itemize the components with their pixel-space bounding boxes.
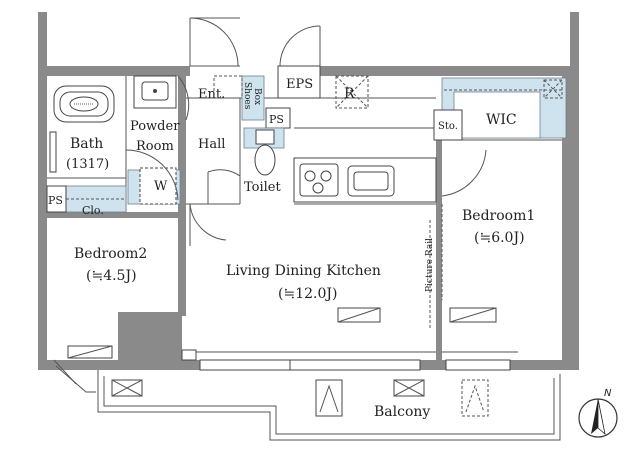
label-ent: Ent.: [198, 87, 225, 102]
bedroom2-door: [125, 149, 179, 201]
balcony-outline: [53, 359, 561, 441]
label-eps: EPS: [286, 77, 313, 92]
balcony-units: [111, 379, 489, 417]
bathtub: [53, 85, 115, 123]
kitchen-counter: [293, 157, 437, 203]
label-ldk-size: (≒12.0J): [278, 286, 337, 302]
label-ps-top: PS: [269, 113, 284, 126]
label-bedroom1-size: (≒6.0J): [474, 230, 525, 246]
label-w: W: [154, 179, 168, 194]
label-toilet: Toilet: [244, 180, 281, 195]
sliding-doors: [181, 349, 511, 371]
shower-fixture: [49, 131, 57, 173]
pipe-space-left: [46, 185, 67, 213]
label-picture-rail: Picture Rail: [425, 238, 435, 292]
compass: N: [578, 388, 618, 438]
label-shoes-box-2: Box: [252, 88, 262, 105]
eps-closet: [277, 65, 321, 99]
label-balcony: Balcony: [374, 404, 430, 420]
label-wic: WIC: [486, 112, 517, 128]
eps-door: [279, 25, 321, 67]
stove: [299, 163, 339, 197]
label-powder-room-2: Room: [136, 139, 174, 154]
label-ldk: Living Dining Kitchen: [226, 263, 381, 279]
label-bath-size: (1317): [66, 157, 109, 172]
kitchen-sink: [347, 165, 395, 197]
toilet-fixture: [243, 127, 285, 176]
windows: [67, 307, 497, 359]
storage-closet: [433, 109, 463, 141]
label-ps-left: PS: [48, 194, 63, 207]
label-clo: Clo.: [82, 204, 104, 217]
label-powder-room-1: Powder: [130, 119, 180, 134]
entrance-door: [189, 17, 240, 67]
label-hall: Hall: [198, 137, 225, 152]
washbasin: [133, 75, 177, 109]
label-shoes-box-1: Shoes: [242, 82, 252, 110]
label-sto: Sto.: [438, 121, 458, 132]
bedroom1-door: [441, 149, 487, 197]
label-bath: Bath: [70, 136, 103, 152]
label-bedroom2: Bedroom2: [74, 246, 147, 262]
ldk-door: [189, 203, 227, 241]
label-r: R: [344, 86, 355, 102]
compass-north-label: N: [604, 388, 612, 399]
label-bedroom1: Bedroom1: [462, 208, 535, 224]
toilet-door: [207, 169, 241, 177]
label-bedroom2-size: (≒4.5J): [86, 268, 137, 284]
refrigerator-space: [335, 75, 369, 109]
